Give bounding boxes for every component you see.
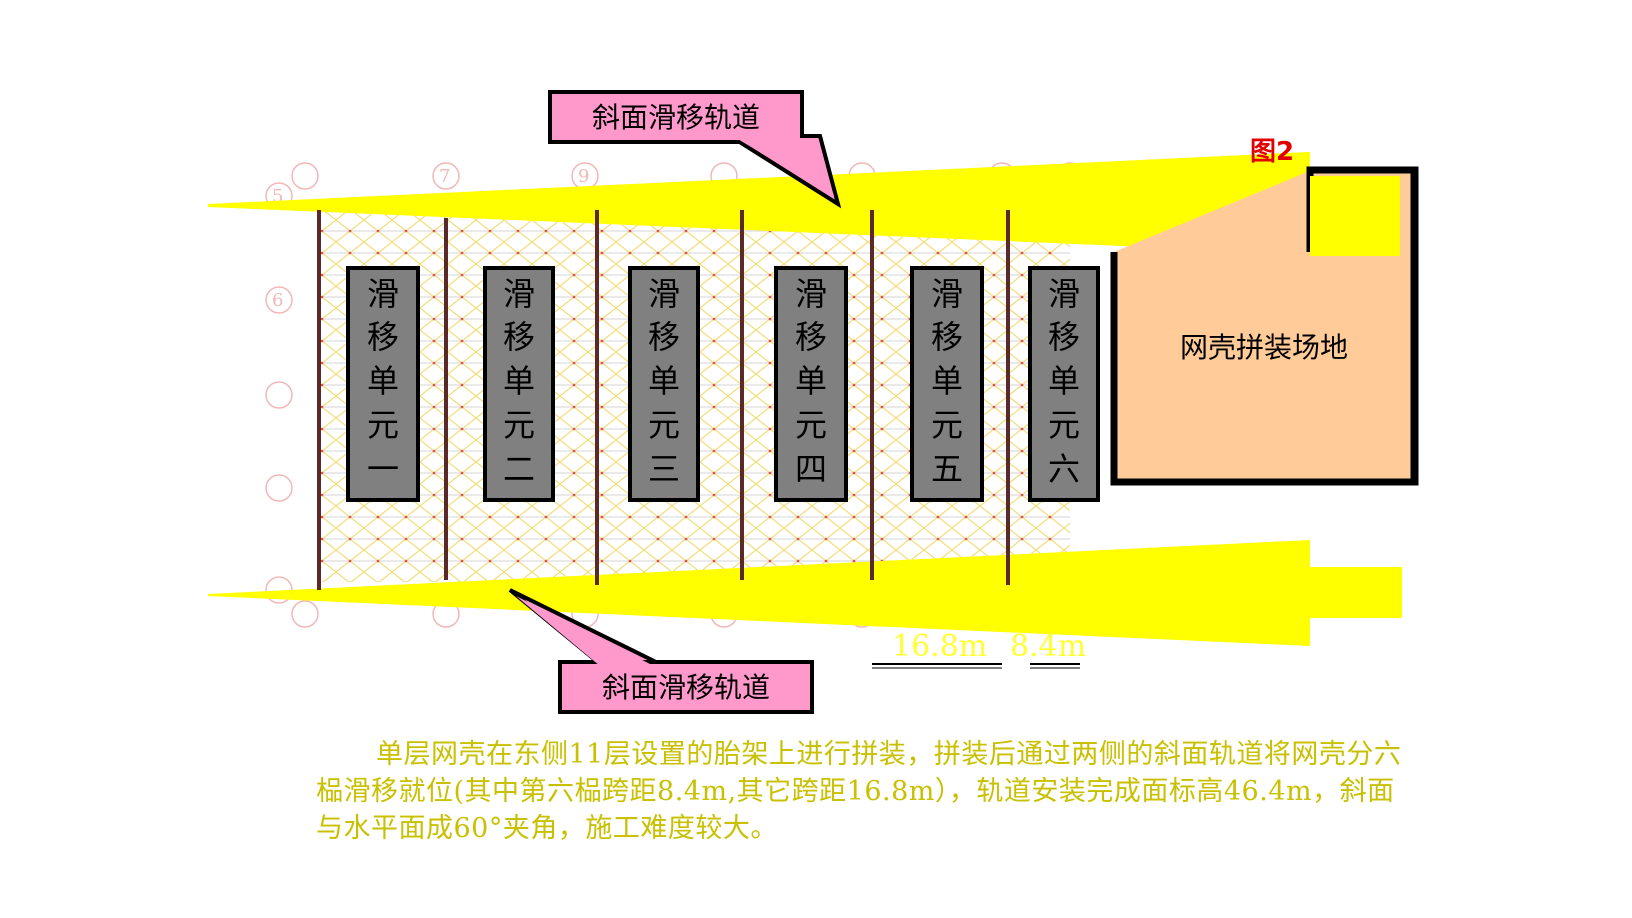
- unit-char: 单: [503, 362, 535, 400]
- axis-marker: [291, 162, 319, 190]
- unit-char: 元: [367, 406, 399, 444]
- unit-char: 四: [795, 450, 827, 488]
- unit-char: 移: [931, 318, 963, 356]
- unit-char: 移: [1048, 318, 1080, 356]
- unit-char: 滑: [931, 275, 963, 313]
- unit-char: 元: [795, 406, 827, 444]
- axis-marker: [265, 286, 293, 314]
- sliding-unit-5: 滑 移 单 元 五: [910, 266, 984, 502]
- axis-number: 9: [578, 166, 589, 187]
- axis-marker: [432, 162, 460, 190]
- unit-char: 滑: [367, 275, 399, 313]
- unit-char: 滑: [648, 275, 680, 313]
- unit-char: 单: [795, 362, 827, 400]
- unit-char: 三: [648, 450, 680, 488]
- dimension-span-a: 16.8m: [892, 629, 987, 664]
- unit-char: 元: [503, 406, 535, 444]
- unit-char: 移: [648, 318, 680, 356]
- unit-char: 移: [503, 318, 535, 356]
- axis-marker: [291, 600, 319, 628]
- sliding-unit-1: 滑 移 单 元 一: [346, 266, 420, 502]
- sliding-unit-4: 滑 移 单 元 四: [774, 266, 848, 502]
- sliding-units: 滑 移 单 元 一 滑 移 单 元 二 滑 移 单 元 三 滑 移 单 元: [346, 266, 1100, 502]
- unit-char: 移: [367, 318, 399, 356]
- sliding-unit-3: 滑 移 单 元 三: [628, 266, 700, 502]
- bottom-rail: [208, 540, 1402, 646]
- sliding-unit-6: 滑 移 单 元 六: [1028, 266, 1100, 502]
- axis-number: 7: [439, 166, 450, 187]
- unit-char: 六: [1048, 450, 1080, 488]
- sliding-unit-2: 滑 移 单 元 二: [483, 266, 555, 502]
- top-callout: 斜面滑移轨道: [548, 90, 842, 209]
- axis-number: 5: [272, 186, 283, 207]
- description-text: 单层网壳在东侧11层设置的胎架上进行拼装，拼装后通过两侧的斜面轨道将网壳分六榀滑…: [316, 739, 1402, 844]
- dimensions: 16.8m 8.4m: [872, 629, 1086, 669]
- bottom-callout: 斜面滑移轨道: [508, 588, 814, 714]
- unit-char: 单: [931, 362, 963, 400]
- top-rail-body: [208, 152, 1310, 254]
- unit-char: 单: [1048, 362, 1080, 400]
- unit-char: 单: [648, 362, 680, 400]
- unit-char: 滑: [795, 275, 827, 313]
- unit-char: 元: [648, 406, 680, 444]
- unit-char: 移: [795, 318, 827, 356]
- truss-lines: [317, 210, 1010, 590]
- unit-char: 元: [1048, 406, 1080, 444]
- unit-char: 滑: [503, 275, 535, 313]
- dimension-span-b: 8.4m: [1010, 629, 1086, 664]
- axis-marker: [265, 381, 293, 409]
- bottom-callout-label: 斜面滑移轨道: [602, 671, 770, 704]
- unit-char: 元: [931, 406, 963, 444]
- unit-char: 滑: [1048, 275, 1080, 313]
- assembly-site-label: 网壳拼装场地: [1180, 331, 1348, 364]
- unit-char: 单: [367, 362, 399, 400]
- unit-char: 二: [503, 450, 535, 488]
- figure-label: 图2: [1250, 137, 1294, 167]
- unit-char: 一: [367, 450, 399, 488]
- axis-number: 6: [272, 290, 283, 311]
- top-callout-label: 斜面滑移轨道: [592, 101, 760, 134]
- assembly-site: 网壳拼装场地: [1110, 166, 1419, 486]
- unit-char: 五: [931, 450, 963, 488]
- axis-marker: [265, 474, 293, 502]
